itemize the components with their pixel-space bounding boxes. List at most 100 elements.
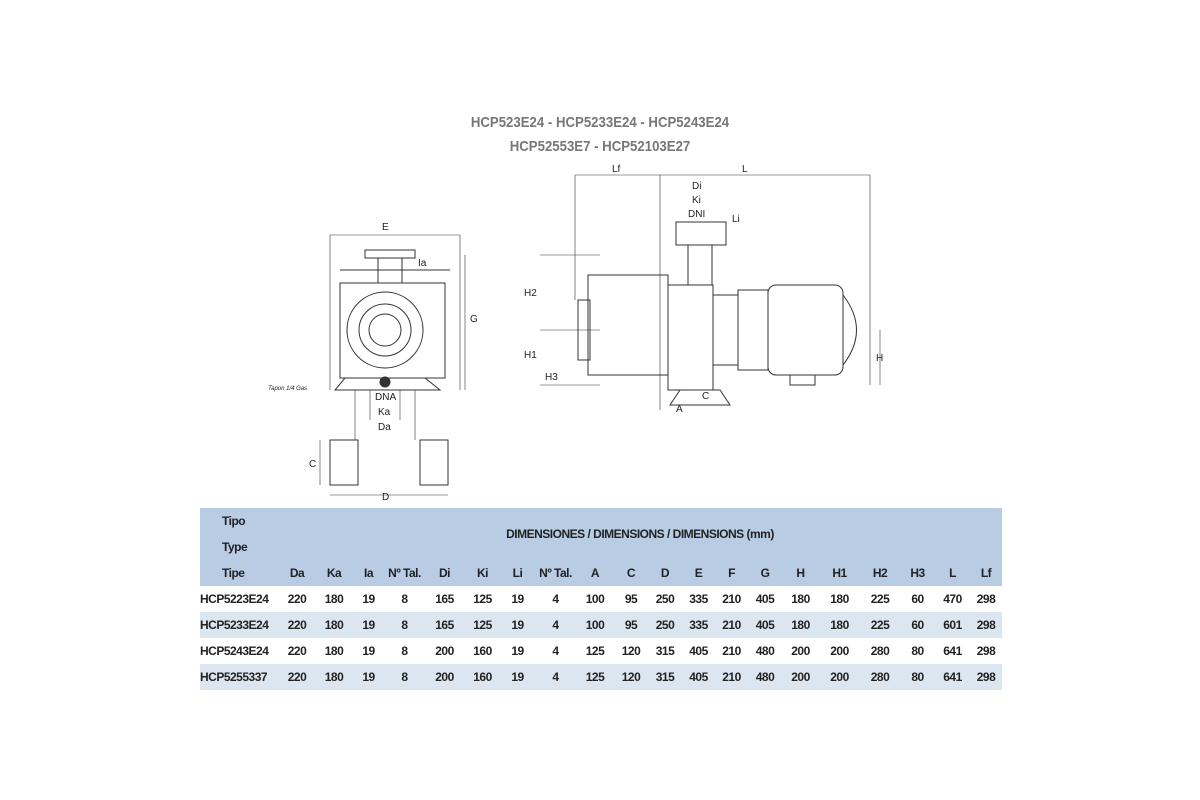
- label-G: G: [470, 314, 478, 325]
- cell-1: 180: [316, 664, 352, 690]
- label-tapon: Tapon 1/4 Gas: [268, 386, 307, 392]
- cell-16: 225: [860, 612, 900, 638]
- label-H1: H1: [524, 350, 537, 361]
- cell-17: 80: [900, 664, 935, 690]
- cell-14: 200: [782, 664, 819, 690]
- cell-7: 4: [535, 612, 576, 638]
- column-header: F: [715, 560, 748, 586]
- column-header: Ka: [316, 560, 352, 586]
- cell-10: 250: [655, 592, 675, 606]
- cell-4: 165: [424, 612, 465, 638]
- label-H2: H2: [524, 288, 537, 299]
- pump-technical-drawing: E Ia G Tapon 1/4 Gas DNA Ka Da C D Lf L …: [268, 164, 883, 503]
- cell-6: 19: [500, 612, 535, 638]
- cell-2: 19: [352, 664, 385, 690]
- label-Di: Di: [692, 181, 701, 192]
- label-H: H: [876, 353, 883, 364]
- column-header: L: [935, 560, 970, 586]
- cell-0: 220: [278, 664, 316, 690]
- cell-10: 315: [655, 644, 675, 658]
- row-type: HCP5243E24: [200, 644, 269, 658]
- label-C-right: C: [702, 391, 709, 402]
- column-header: Di: [424, 560, 465, 586]
- cell-12: 210: [715, 664, 748, 690]
- row-type: HCP5233E24: [200, 612, 278, 638]
- column-header: H3: [900, 560, 935, 586]
- cell-3: 8: [401, 592, 408, 606]
- cell-17: 60: [900, 612, 935, 638]
- cell-18: 641: [935, 664, 970, 690]
- cell-7: 4: [535, 664, 576, 690]
- type-label: Type: [200, 534, 278, 560]
- cell-8: 125: [576, 664, 614, 690]
- front-view: E Ia G Tapon 1/4 Gas DNA Ka Da C D: [268, 222, 478, 503]
- column-header: H: [782, 560, 819, 586]
- label-C-left: C: [309, 459, 316, 470]
- cell-12: 210: [722, 592, 741, 606]
- cell-15: 180: [819, 612, 860, 638]
- cell-9: 120: [614, 664, 648, 690]
- label-Da: Da: [378, 422, 391, 433]
- column-header: Nº Tal.: [385, 560, 424, 586]
- cell-7: 4: [552, 644, 559, 658]
- column-header: C: [614, 560, 648, 586]
- cell-18: 641: [943, 644, 962, 658]
- cell-3: 8: [385, 664, 424, 690]
- column-header: Da: [278, 560, 316, 586]
- cell-0: 220: [287, 644, 307, 658]
- cell-12: 210: [715, 612, 748, 638]
- cell-9: 95: [614, 612, 648, 638]
- label-DNI: DNI: [688, 209, 705, 220]
- cell-3: 8: [385, 612, 424, 638]
- cell-0: 220: [287, 592, 307, 606]
- drawing-title-line-2: HCP52553E7 - HCP52103E27: [509, 138, 691, 155]
- cell-15: 200: [819, 664, 860, 690]
- column-header: H2: [860, 560, 900, 586]
- label-Ki: Ki: [692, 195, 701, 206]
- row-type: HCP5223E24: [200, 592, 269, 606]
- cell-13: 480: [755, 644, 775, 658]
- cell-11: 335: [682, 612, 715, 638]
- cell-0: 220: [278, 612, 316, 638]
- cell-13: 480: [748, 664, 782, 690]
- cell-11: 335: [689, 592, 708, 606]
- cell-15: 180: [830, 592, 849, 606]
- cell-8: 100: [585, 592, 605, 606]
- cell-5: 160: [465, 664, 500, 690]
- label-DNA: DNA: [375, 392, 396, 403]
- cell-1: 180: [324, 592, 344, 606]
- cell-16: 280: [870, 644, 890, 658]
- tipo-label: Tipo: [200, 508, 278, 534]
- cell-6: 19: [500, 664, 535, 690]
- cell-19: 298: [976, 592, 996, 606]
- cell-16: 280: [860, 664, 900, 690]
- label-D: D: [382, 492, 389, 503]
- cell-2: 19: [362, 644, 375, 658]
- cell-3: 8: [401, 644, 408, 658]
- column-header: G: [748, 560, 782, 586]
- cell-13: 405: [755, 592, 775, 606]
- cell-12: 210: [722, 644, 741, 658]
- cell-4: 200: [435, 644, 454, 658]
- column-header: Nº Tal.: [535, 560, 576, 586]
- cell-6: 19: [511, 644, 524, 658]
- cell-1: 180: [324, 644, 344, 658]
- cell-18: 470: [943, 592, 962, 606]
- label-E: E: [382, 222, 389, 233]
- cell-11: 405: [689, 644, 708, 658]
- label-Ka: Ka: [378, 407, 391, 418]
- label-Li: Li: [732, 214, 740, 225]
- cell-5: 125: [473, 592, 492, 606]
- cell-14: 200: [791, 644, 810, 658]
- tipe-label: Tipe: [200, 560, 278, 586]
- column-header: H1: [819, 560, 860, 586]
- cell-2: 19: [352, 612, 385, 638]
- label-H3: H3: [545, 372, 558, 383]
- cell-5: 125: [465, 612, 500, 638]
- cell-9: 120: [621, 644, 641, 658]
